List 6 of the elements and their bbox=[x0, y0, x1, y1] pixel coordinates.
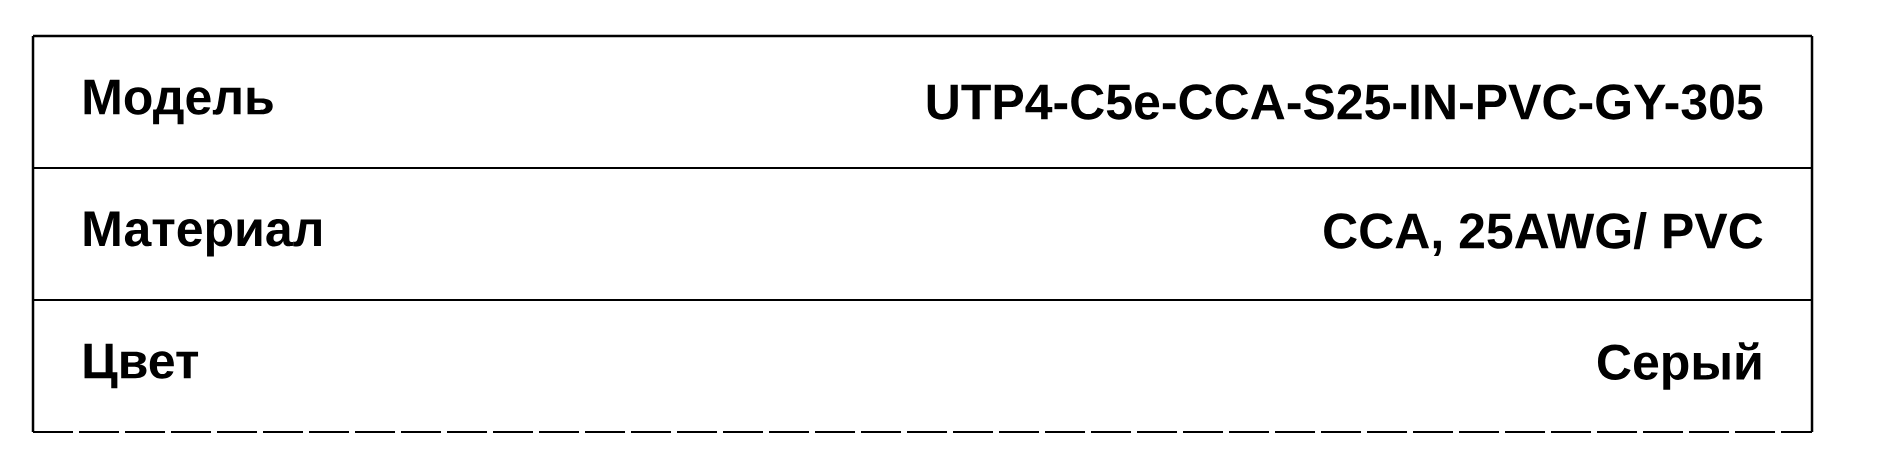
row-label: Цвет bbox=[84, 343, 199, 389]
row-value: UTP4-C5e-CCA-S25-IN-PVC-GY-305 bbox=[927, 84, 1763, 120]
row-label: Материал bbox=[84, 211, 321, 257]
row-label: Модель bbox=[84, 79, 273, 125]
row-value: Серый bbox=[1597, 342, 1761, 390]
row-value: CCA, 25AWG/ PVC bbox=[1324, 212, 1763, 256]
